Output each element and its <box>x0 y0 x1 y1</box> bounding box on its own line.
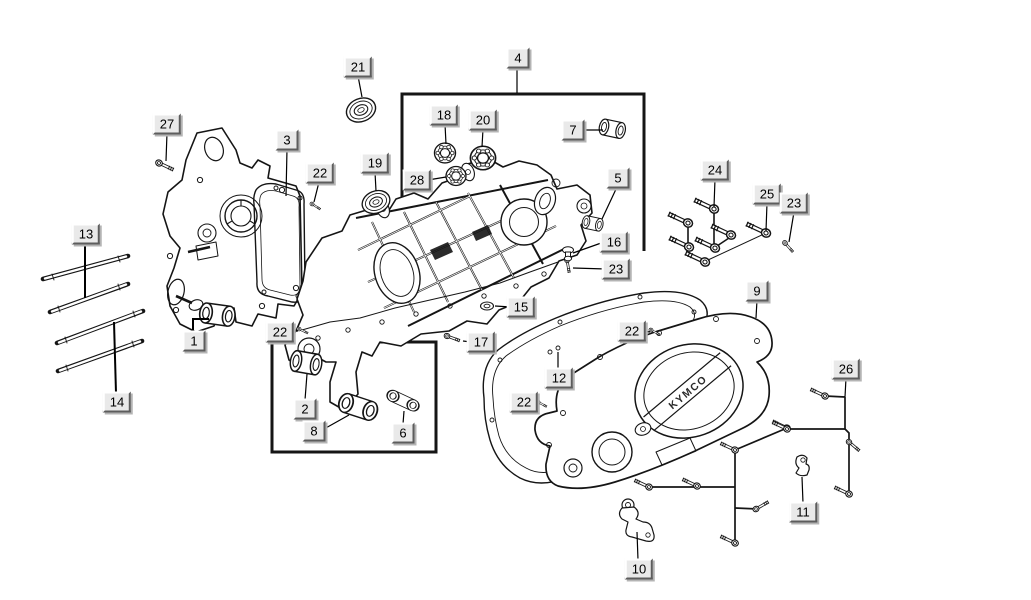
leader-26 <box>844 377 847 398</box>
callout-24[interactable]: 24 <box>700 159 730 181</box>
leader-8 <box>323 414 350 430</box>
clamp-11 <box>795 454 810 477</box>
leader-23a <box>788 211 795 243</box>
leader-21 <box>357 75 363 98</box>
callout-8[interactable]: 8 <box>302 420 326 442</box>
callout-15[interactable]: 15 <box>506 296 536 318</box>
leader-10 <box>636 531 639 561</box>
leader-6 <box>402 410 405 425</box>
callout-25[interactable]: 25 <box>752 183 782 205</box>
callout-6[interactable]: 6 <box>391 422 415 444</box>
dowel-bolt-22-a <box>308 200 323 212</box>
bolt-17 <box>441 331 463 345</box>
callout-2[interactable]: 2 <box>293 398 317 420</box>
callout-16[interactable]: 16 <box>599 231 629 253</box>
nut-15 <box>479 301 495 311</box>
callout-22b[interactable]: 22 <box>265 321 295 343</box>
leader-1 <box>192 318 209 332</box>
leader-9 <box>755 299 758 319</box>
leader-22a <box>313 181 320 203</box>
sleeve-8 <box>335 390 381 424</box>
damper-bushing-2 <box>287 349 325 377</box>
callout-5[interactable]: 5 <box>606 167 630 189</box>
bolt-23-a <box>780 238 796 255</box>
callout-14[interactable]: 14 <box>102 391 132 413</box>
mount-bushing-1 <box>197 301 238 328</box>
leader-line-layer <box>84 67 847 561</box>
leader-16 <box>572 241 605 254</box>
callout-9[interactable]: 9 <box>745 280 769 302</box>
callout-22d[interactable]: 22 <box>509 391 539 413</box>
callout-12[interactable]: 12 <box>544 367 574 389</box>
callout-7[interactable]: 7 <box>561 119 585 141</box>
leader-23b <box>572 267 607 270</box>
collar-7 <box>597 117 628 140</box>
kick-pawl-10 <box>618 498 655 542</box>
callout-13[interactable]: 13 <box>71 223 101 245</box>
bearing-28 <box>445 165 467 187</box>
callout-28[interactable]: 28 <box>402 169 432 191</box>
callout-3[interactable]: 3 <box>275 129 299 151</box>
leader-14 <box>113 321 117 394</box>
callout-22c[interactable]: 22 <box>617 320 647 342</box>
bolt-pair-25 <box>684 220 772 267</box>
group-box-4 <box>400 92 646 251</box>
bolt-harness-center <box>631 416 794 549</box>
leader-19 <box>374 171 377 192</box>
leader-27 <box>165 132 168 162</box>
callout-1[interactable]: 1 <box>182 330 206 352</box>
main-crankcase <box>284 158 593 411</box>
callout-11[interactable]: 11 <box>789 501 817 523</box>
callout-21[interactable]: 21 <box>343 56 373 78</box>
callout-23b[interactable]: 23 <box>601 258 631 280</box>
bolt-27 <box>152 157 177 175</box>
bearing-18 <box>433 142 457 164</box>
left-crankcase-half <box>162 127 303 333</box>
callout-17[interactable]: 17 <box>466 331 496 353</box>
bolt-set-26 <box>769 384 863 500</box>
leader-3 <box>285 148 288 197</box>
stud-set-14 <box>54 308 146 374</box>
callout-4[interactable]: 4 <box>506 47 530 69</box>
callout-19[interactable]: 19 <box>360 152 390 174</box>
leader-5 <box>601 186 618 220</box>
callout-22a[interactable]: 22 <box>305 162 335 184</box>
callout-18[interactable]: 18 <box>429 104 459 126</box>
leader-24 <box>713 178 716 208</box>
leader-20 <box>481 128 484 148</box>
leader-18 <box>444 123 447 145</box>
collar-5 <box>580 214 605 233</box>
callout-26[interactable]: 26 <box>831 358 861 380</box>
nut-washer-16 <box>562 246 574 262</box>
bolt-set-24 <box>667 196 737 253</box>
oil-seal-21 <box>342 93 380 127</box>
callout-20[interactable]: 20 <box>468 109 498 131</box>
bearing-20 <box>469 145 497 171</box>
leader-11 <box>801 476 804 504</box>
callout-27[interactable]: 27 <box>152 113 182 135</box>
leader-25 <box>765 202 768 232</box>
leader-2 <box>304 373 308 401</box>
cvt-cover-9: KYMCO <box>534 312 773 490</box>
callout-10[interactable]: 10 <box>624 558 654 580</box>
callout-23a[interactable]: 23 <box>779 192 809 214</box>
dowel-pin-6 <box>384 387 422 414</box>
